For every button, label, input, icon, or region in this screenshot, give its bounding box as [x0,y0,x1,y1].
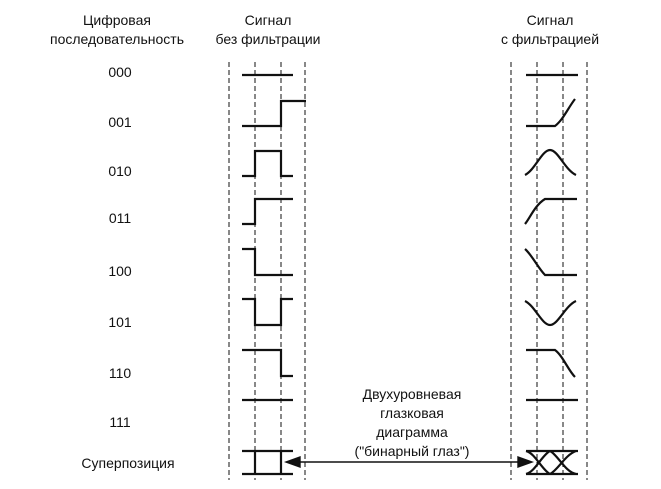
row-label-001: 001 [108,114,132,130]
arrow-right-head [517,456,535,468]
wave-filtered-101 [524,299,577,327]
row-label-100: 100 [108,263,132,279]
annotation-line-4: ("бинарный глаз") [354,443,470,459]
unfiltered-waveforms [242,73,306,476]
row-label-101: 101 [108,314,132,330]
header-unfiltered-2: без фильтрации [215,31,321,47]
superposition-label: Суперпозиция [81,455,175,471]
wave-unfiltered-110 [242,348,293,378]
wave-filtered-110 [526,348,576,378]
row-label-111: 111 [109,414,131,430]
header-unfiltered-1: Сигнал [244,12,292,28]
eye-unfiltered [242,449,293,476]
annotation-line-1: Двухуровневая [362,386,462,402]
row-label-110: 110 [108,365,132,381]
wave-unfiltered-100 [242,247,293,277]
row-label-010: 010 [108,163,132,179]
header-sequence-1: Цифровая [83,12,151,28]
annotation-line-3: диаграмма [376,424,448,440]
eye-filtered [525,449,578,476]
wave-filtered-010 [524,148,577,177]
header-filtered-2: с фильтрацией [500,31,600,47]
wave-unfiltered-010 [242,149,293,178]
arrow-left-head [283,456,301,468]
wave-unfiltered-001 [242,99,306,128]
filtered-waveforms [524,73,578,476]
annotation-line-2: глазковая [380,405,444,421]
double-arrow [283,456,535,468]
wave-filtered-001 [526,98,576,128]
wave-unfiltered-101 [242,297,293,327]
dashed-guides [228,62,588,480]
header-filtered-1: Сигнал [526,12,574,28]
wave-unfiltered-011 [242,197,293,226]
header-sequence-2: последовательность [50,31,184,47]
row-label-011: 011 [108,210,132,226]
row-label-000: 000 [108,64,132,80]
wave-filtered-100 [524,248,577,277]
wave-filtered-011 [524,197,577,225]
